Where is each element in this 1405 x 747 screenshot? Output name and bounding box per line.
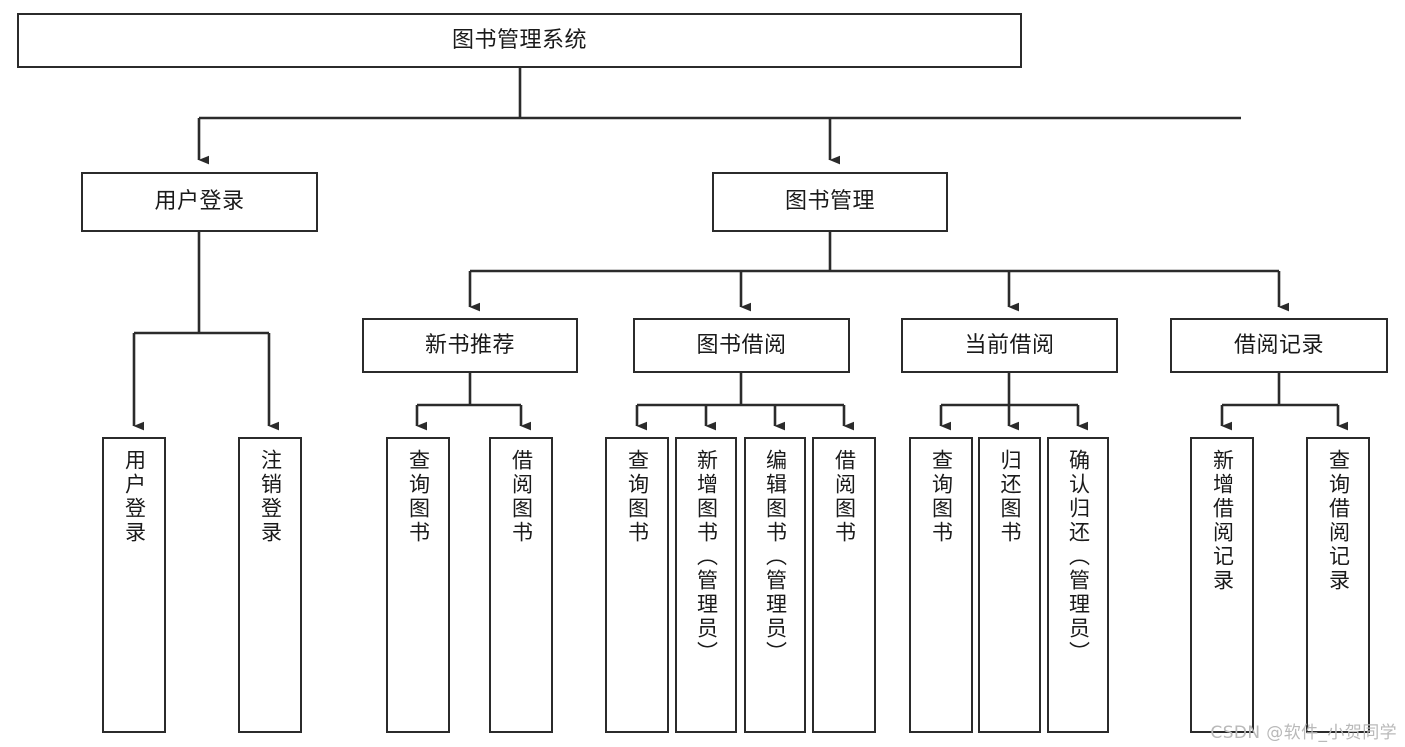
node-root[interactable]: 图书管理系统 bbox=[17, 13, 1022, 68]
leaf-add-book-admin-label: 新增图书（管理员） bbox=[694, 449, 719, 665]
node-book-manage-label: 图书管理 bbox=[784, 189, 875, 215]
node-current-borrow[interactable]: 当前借阅 bbox=[901, 318, 1118, 373]
leaf-borrow-book-nb[interactable]: 借阅图书 bbox=[489, 437, 553, 733]
leaf-query-book-cb-label: 查询图书 bbox=[929, 449, 954, 545]
node-user-login[interactable]: 用户登录 bbox=[81, 172, 318, 232]
leaf-user-login[interactable]: 用户登录 bbox=[102, 437, 166, 733]
leaf-logout[interactable]: 注销登录 bbox=[238, 437, 302, 733]
leaf-logout-label: 注销登录 bbox=[258, 449, 283, 545]
leaf-query-borrow-record[interactable]: 查询借阅记录 bbox=[1306, 437, 1370, 733]
leaf-query-borrow-record-label: 查询借阅记录 bbox=[1326, 449, 1351, 593]
leaf-confirm-return-admin[interactable]: 确认归还（管理员） bbox=[1047, 437, 1109, 733]
node-root-label: 图书管理系统 bbox=[451, 27, 587, 53]
node-current-borrow-label: 当前借阅 bbox=[964, 332, 1055, 358]
leaf-return-book-label: 归还图书 bbox=[998, 449, 1022, 545]
csdn-watermark: CSDN @软件_小贺同学 bbox=[1210, 723, 1397, 743]
leaf-confirm-return-admin-label: 确认归还（管理员） bbox=[1066, 449, 1091, 665]
node-user-login-label: 用户登录 bbox=[154, 189, 245, 215]
leaf-query-book-bb[interactable]: 查询图书 bbox=[605, 437, 669, 733]
leaf-add-book-admin[interactable]: 新增图书（管理员） bbox=[675, 437, 737, 733]
leaf-user-login-label: 用户登录 bbox=[122, 449, 147, 545]
leaf-query-book-cb[interactable]: 查询图书 bbox=[909, 437, 973, 733]
leaf-query-book-nb[interactable]: 查询图书 bbox=[386, 437, 450, 733]
node-new-book-recommend-label: 新书推荐 bbox=[424, 332, 515, 358]
leaf-query-book-nb-label: 查询图书 bbox=[406, 449, 431, 545]
leaf-borrow-book-bb[interactable]: 借阅图书 bbox=[812, 437, 876, 733]
node-new-book-recommend[interactable]: 新书推荐 bbox=[362, 318, 578, 373]
leaf-borrow-book-nb-label: 借阅图书 bbox=[509, 449, 534, 545]
node-book-manage[interactable]: 图书管理 bbox=[712, 172, 948, 232]
node-book-borrow-label: 图书借阅 bbox=[696, 332, 787, 358]
node-borrow-record[interactable]: 借阅记录 bbox=[1170, 318, 1388, 373]
leaf-edit-book-admin[interactable]: 编辑图书（管理员） bbox=[744, 437, 806, 733]
leaf-query-book-bb-label: 查询图书 bbox=[625, 449, 650, 545]
leaf-return-book[interactable]: 归还图书 bbox=[978, 437, 1041, 733]
leaf-add-borrow-record-label: 新增借阅记录 bbox=[1210, 449, 1235, 593]
leaf-add-borrow-record[interactable]: 新增借阅记录 bbox=[1190, 437, 1254, 733]
leaf-edit-book-admin-label: 编辑图书（管理员） bbox=[763, 449, 788, 665]
node-borrow-record-label: 借阅记录 bbox=[1233, 332, 1324, 358]
node-book-borrow[interactable]: 图书借阅 bbox=[633, 318, 850, 373]
leaf-borrow-book-bb-label: 借阅图书 bbox=[832, 449, 857, 545]
